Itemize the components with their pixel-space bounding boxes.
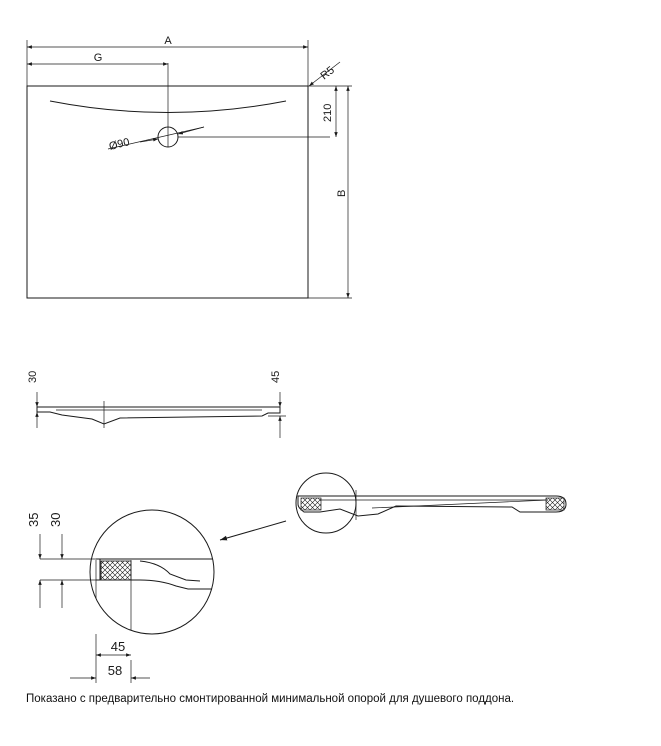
dim-b-label: B xyxy=(336,190,348,197)
dim-a-label: A xyxy=(164,35,172,47)
top-view: A G R5 210 Ø90 B xyxy=(26,35,352,299)
caption: Показано с предварительно смонтированной… xyxy=(26,693,515,705)
dim-side-45-label: 45 xyxy=(270,371,282,383)
side-profile xyxy=(36,406,281,425)
side-view: 30 45 xyxy=(27,371,286,438)
dim-side-30-label: 30 xyxy=(27,371,39,383)
detail-circle xyxy=(89,509,215,635)
dim-detail-35-label: 35 xyxy=(26,513,41,527)
dim-detail-30-label: 30 xyxy=(48,513,63,527)
detail-view: 35 30 45 58 xyxy=(26,509,215,683)
section-profile xyxy=(297,495,567,517)
dim-drain-leader xyxy=(107,126,205,150)
dim-210-label: 210 xyxy=(322,104,334,122)
section-slope-line xyxy=(371,499,549,509)
detail-arrow xyxy=(219,520,287,541)
dim-detail-45-label: 45 xyxy=(111,639,125,654)
dim-drain-label: Ø90 xyxy=(108,136,131,153)
detail-inner-surface xyxy=(139,560,201,582)
section-view xyxy=(295,472,567,534)
tray-outline xyxy=(26,85,309,299)
detail-marker-circle xyxy=(295,472,357,534)
section-left-support xyxy=(300,497,322,511)
detail-support xyxy=(100,560,132,581)
dim-r5-label: R5 xyxy=(318,64,336,82)
dim-r5-leader xyxy=(308,61,341,87)
dim-drain-arrow-a xyxy=(139,138,159,143)
dim-drain-arrow-b xyxy=(177,126,205,135)
section-right-support xyxy=(545,497,565,511)
dim-detail-58-label: 58 xyxy=(108,663,122,678)
dim-g-label: G xyxy=(94,52,103,64)
